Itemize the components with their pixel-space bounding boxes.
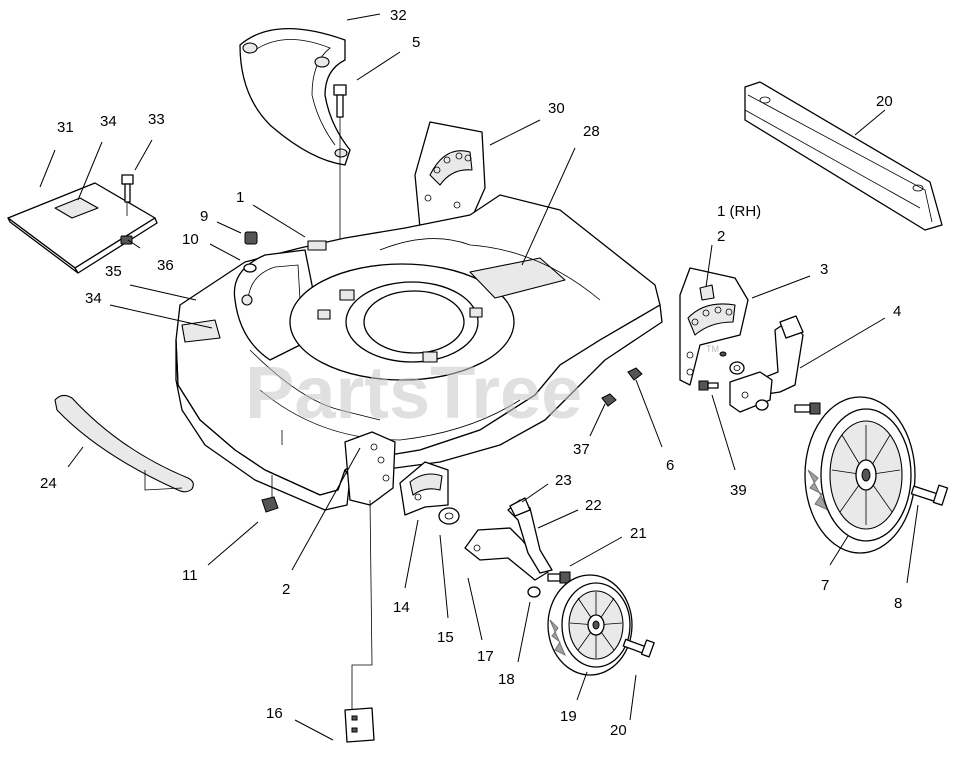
leader-lines bbox=[39, 13, 919, 741]
callout-10: 10 bbox=[182, 231, 199, 248]
callout-24: 24 bbox=[40, 475, 57, 492]
part-39-bolt bbox=[698, 380, 719, 391]
part-11-clip bbox=[261, 430, 283, 513]
part-7-rh-wheel bbox=[804, 396, 916, 554]
callout-20: 20 bbox=[876, 93, 893, 110]
callout-5: 5 bbox=[412, 34, 420, 51]
callout-labels: 31 34 33 32 5 30 28 20 1 (RH) 1 9 10 36 … bbox=[40, 7, 902, 739]
part-36-nut bbox=[120, 235, 133, 245]
callout-1-rh: 1 (RH) bbox=[717, 203, 761, 220]
watermark-trademark: TM bbox=[706, 344, 719, 354]
callout-30: 30 bbox=[548, 100, 565, 117]
rh-hardware bbox=[601, 351, 821, 415]
callout-6: 6 bbox=[666, 457, 674, 474]
callout-2b: 2 bbox=[282, 581, 290, 598]
part-9-bolt bbox=[244, 231, 258, 245]
part-18-washer bbox=[527, 586, 541, 598]
part-8-axle-bolt bbox=[910, 484, 949, 506]
callout-22: 22 bbox=[585, 497, 602, 514]
part-3-rh-height-adjust-plate bbox=[679, 267, 749, 386]
callout-34b: 34 bbox=[85, 290, 102, 307]
callout-17: 17 bbox=[477, 648, 494, 665]
part-14-height-adjust-lever bbox=[399, 461, 449, 516]
callout-21: 21 bbox=[630, 525, 647, 542]
callout-7: 7 bbox=[821, 577, 829, 594]
part-33-bolt bbox=[121, 174, 134, 216]
callout-36: 36 bbox=[157, 257, 174, 274]
part-17-wheel-bracket bbox=[464, 527, 549, 581]
part-31-cover-plate bbox=[7, 182, 158, 274]
part-28-deck-housing bbox=[175, 194, 663, 511]
part-24-bumper bbox=[54, 394, 194, 493]
callout-1: 1 bbox=[236, 189, 244, 206]
callout-34: 34 bbox=[100, 113, 117, 130]
callout-32: 32 bbox=[390, 7, 407, 24]
part-21-bolt bbox=[547, 571, 571, 584]
callout-11: 11 bbox=[182, 567, 198, 584]
callout-35: 35 bbox=[105, 263, 122, 280]
callout-16: 16 bbox=[266, 705, 283, 722]
part-2-lh-plate bbox=[344, 431, 396, 506]
part-30-height-adjust-plate bbox=[414, 121, 486, 229]
callout-18: 18 bbox=[498, 671, 515, 688]
callout-20b: 20 bbox=[610, 722, 627, 739]
callout-3: 3 bbox=[820, 261, 828, 278]
callout-2: 2 bbox=[717, 228, 725, 245]
part-32-deflector bbox=[239, 27, 351, 166]
callout-8: 8 bbox=[894, 595, 902, 612]
callout-9: 9 bbox=[200, 208, 208, 225]
callout-31: 31 bbox=[57, 119, 74, 136]
part-20-axle-bolt bbox=[622, 638, 655, 658]
callout-19: 19 bbox=[560, 708, 577, 725]
part-20-rear-flap bbox=[744, 81, 943, 231]
callout-15: 15 bbox=[437, 629, 454, 646]
callout-28: 28 bbox=[583, 123, 600, 140]
callout-37: 37 bbox=[573, 441, 590, 458]
callout-4: 4 bbox=[893, 303, 901, 320]
part-23-spring-clip bbox=[507, 497, 553, 574]
rh-wheel-bolt bbox=[794, 402, 821, 415]
part-15-spacer bbox=[438, 507, 460, 525]
part-10-washer bbox=[243, 263, 257, 273]
watermark: PartsTree bbox=[245, 351, 582, 434]
callout-14: 14 bbox=[393, 599, 410, 616]
callout-33: 33 bbox=[148, 111, 165, 128]
callout-39: 39 bbox=[730, 482, 747, 499]
part-16-cable-and-clip bbox=[344, 499, 375, 743]
callout-23: 23 bbox=[555, 472, 572, 489]
part-19-lh-wheel bbox=[547, 574, 633, 676]
